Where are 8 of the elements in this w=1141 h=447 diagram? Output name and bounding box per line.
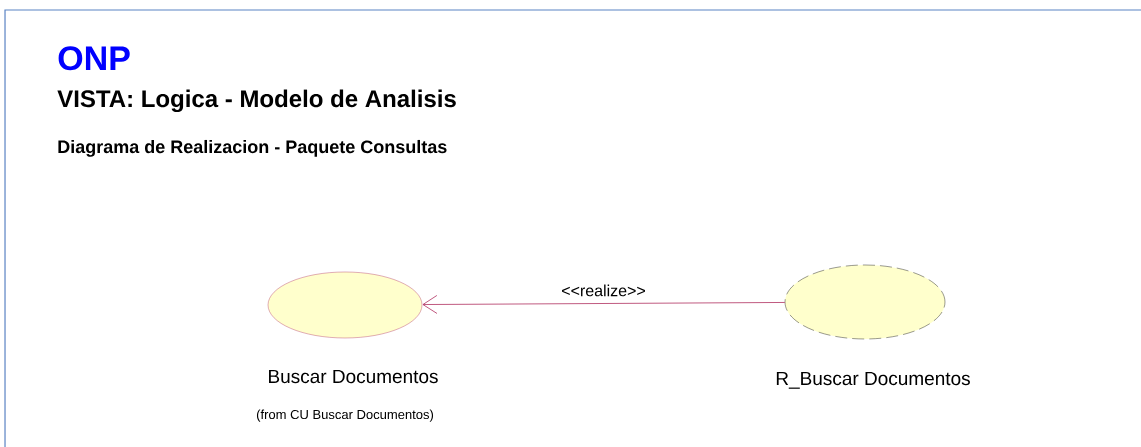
heading: VISTA: Logica - Modelo de Analisis: [57, 89, 456, 113]
use-case-name: Buscar Documentos: [269, 369, 438, 384]
title: ONP: [58, 46, 130, 71]
origin-note: (from CU Buscar Documentos): [256, 409, 434, 422]
edge-label: <<realize>>: [560, 283, 647, 298]
realization-arrow: [422, 295, 786, 314]
heading: Diagrama de Realizacion - Paquete Consultas: [58, 139, 447, 157]
use-case-name: R_Buscar Documentos: [776, 371, 970, 389]
